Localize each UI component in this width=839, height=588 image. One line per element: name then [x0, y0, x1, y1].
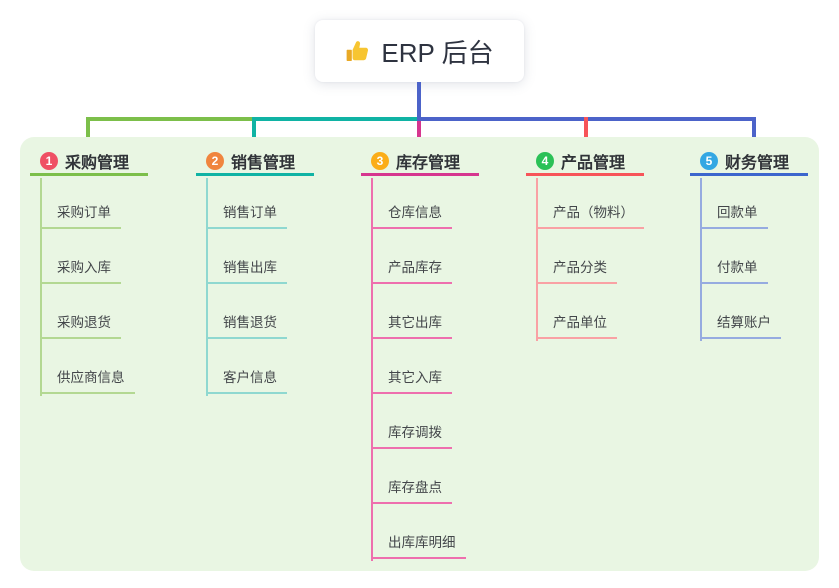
branch-title: 库存管理 [396, 154, 461, 172]
child-node-label: 销售订单 [223, 205, 277, 220]
child-node[interactable]: 销售出库 [206, 250, 287, 284]
child-node[interactable]: 回款单 [700, 195, 768, 229]
child-node-label: 采购退货 [57, 315, 111, 330]
branch-title: 销售管理 [231, 154, 296, 172]
child-node-label: 付款单 [717, 260, 758, 275]
child-node[interactable]: 客户信息 [206, 360, 287, 394]
child-node-label: 库存调拨 [388, 425, 442, 440]
branch-inventory: 3 库存管理 仓库信息 产品库存 其它出库 其它入库 库存调拨 库存盘点 出库库… [361, 148, 511, 561]
branch-child-connector [700, 178, 702, 341]
branch-number-badge: 4 [536, 151, 554, 170]
child-node[interactable]: 库存调拨 [371, 415, 452, 449]
branch-child-connector [40, 178, 42, 396]
child-node-label: 其它出库 [388, 315, 442, 330]
branch-number-badge: 3 [371, 151, 389, 170]
branch-child-connector [536, 178, 538, 341]
branch-sales: 2 销售管理 销售订单 销售出库 销售退货 客户信息 [196, 148, 346, 396]
branch-header-sales[interactable]: 2 销售管理 [196, 148, 314, 176]
connector-root-vertical [417, 82, 421, 117]
branch-child-connector [371, 178, 373, 561]
branch-number-badge: 5 [700, 151, 718, 170]
root-node-label: ERP 后台 [381, 37, 494, 68]
connector-drop-inventory [417, 121, 421, 143]
child-node-label: 产品单位 [553, 315, 607, 330]
child-node-label: 其它入库 [388, 370, 442, 385]
branches-panel: 1 采购管理 采购订单 采购入库 采购退货 供应商信息 2 销售管理 销售订单 … [20, 137, 819, 571]
connector-horizontal-teal [252, 117, 417, 121]
child-node-label: 销售出库 [223, 260, 277, 275]
branch-title: 采购管理 [65, 154, 130, 172]
connector-drop-purchase [86, 117, 90, 143]
child-node-label: 产品库存 [388, 260, 442, 275]
child-node[interactable]: 采购入库 [40, 250, 121, 284]
child-node-label: 产品分类 [553, 260, 607, 275]
connector-drop-finance [752, 117, 756, 143]
child-node[interactable]: 仓库信息 [371, 195, 452, 229]
child-node[interactable]: 产品（物料） [536, 195, 644, 229]
branch-header-inventory[interactable]: 3 库存管理 [361, 148, 479, 176]
branch-number-badge: 2 [206, 151, 224, 170]
connector-drop-product [584, 117, 588, 143]
child-node[interactable]: 其它入库 [371, 360, 452, 394]
child-node[interactable]: 产品单位 [536, 305, 617, 339]
child-node[interactable]: 供应商信息 [40, 360, 135, 394]
branch-purchase: 1 采购管理 采购订单 采购入库 采购退货 供应商信息 [30, 148, 180, 396]
branch-finance: 5 财务管理 回款单 付款单 结算账户 [690, 148, 839, 341]
branch-product: 4 产品管理 产品（物料） 产品分类 产品单位 [526, 148, 676, 341]
child-node-label: 采购入库 [57, 260, 111, 275]
child-node[interactable]: 销售退货 [206, 305, 287, 339]
child-node[interactable]: 付款单 [700, 250, 768, 284]
connector-horizontal-green [86, 117, 254, 121]
connector-drop-sales [252, 117, 256, 143]
child-node[interactable]: 采购订单 [40, 195, 121, 229]
branch-title: 产品管理 [561, 154, 626, 172]
child-node[interactable]: 出库库明细 [371, 525, 466, 559]
child-node-label: 客户信息 [223, 370, 277, 385]
child-node-label: 库存盘点 [388, 480, 442, 495]
child-node-label: 结算账户 [717, 315, 771, 330]
child-node-label: 回款单 [717, 205, 758, 220]
thumbs-up-icon [345, 38, 371, 64]
child-node-label: 出库库明细 [388, 535, 456, 550]
child-node-label: 销售退货 [223, 315, 277, 330]
branch-title: 财务管理 [725, 154, 790, 172]
root-node[interactable]: ERP 后台 [315, 20, 524, 82]
child-node-label: 仓库信息 [388, 205, 442, 220]
child-node[interactable]: 其它出库 [371, 305, 452, 339]
child-node[interactable]: 采购退货 [40, 305, 121, 339]
child-node[interactable]: 销售订单 [206, 195, 287, 229]
child-node-label: 产品（物料） [553, 205, 634, 220]
child-node[interactable]: 产品分类 [536, 250, 617, 284]
child-node[interactable]: 结算账户 [700, 305, 781, 339]
child-node-label: 供应商信息 [57, 370, 125, 385]
branch-child-connector [206, 178, 208, 396]
child-node[interactable]: 产品库存 [371, 250, 452, 284]
branch-number-badge: 1 [40, 151, 58, 170]
branch-header-purchase[interactable]: 1 采购管理 [30, 148, 148, 176]
branch-header-product[interactable]: 4 产品管理 [526, 148, 644, 176]
branch-header-finance[interactable]: 5 财务管理 [690, 148, 808, 176]
child-node[interactable]: 库存盘点 [371, 470, 452, 504]
child-node-label: 采购订单 [57, 205, 111, 220]
